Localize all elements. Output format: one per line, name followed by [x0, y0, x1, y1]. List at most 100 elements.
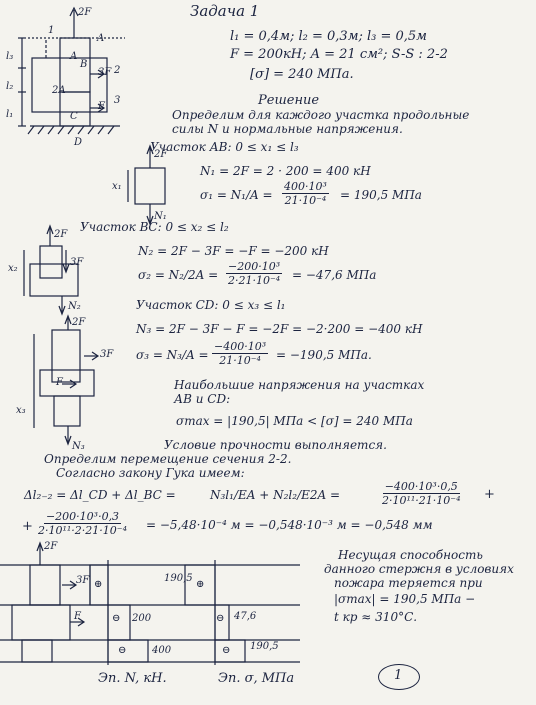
s2-lhs: σ₂ = N₂/2A =: [138, 268, 219, 282]
epure-s-plus: ⊕: [196, 579, 205, 590]
epure-n-plus: ⊕: [94, 579, 103, 590]
ab-force-label: 2F: [154, 149, 168, 160]
s1-denominator: 21·10⁻⁴: [284, 194, 327, 207]
note-line-2: данного стержня в условиях: [324, 562, 514, 576]
plus-sign-2: +: [22, 519, 33, 534]
section-ab-title: Участок АВ: 0 ≤ x₁ ≤ l₃: [150, 140, 299, 154]
s3-denominator: 21·10⁻⁴: [219, 354, 261, 367]
bc-force-3f: 3F: [70, 257, 84, 268]
epure-n-minus-2: ⊖: [118, 645, 127, 656]
length-label-l2: l₂: [6, 81, 14, 92]
s2-result: = −47,6 МПа: [292, 268, 377, 282]
s1-numerator: 400·10³: [282, 180, 329, 194]
cd-force-2f: 2F: [72, 317, 86, 328]
bc-force-2f: 2F: [54, 229, 68, 240]
s1-fraction: 400·10³ 21·10⁻⁴: [282, 180, 329, 207]
cd-force-3f: 3F: [100, 349, 114, 360]
solution-heading: Решение: [258, 93, 320, 108]
problem-title: Задача 1: [190, 2, 260, 20]
given-line-2: F = 200кН; A = 21 см²; S-S : 2-2: [230, 47, 448, 62]
note-line-3: пожара теряется при: [334, 576, 483, 590]
bc-x2-label: x₂: [8, 263, 18, 274]
n1-equation: N₁ = 2F = 2 · 200 = 400 кН: [200, 164, 371, 178]
displacement-line-1: Определим перемещение сечения 2-2.: [44, 452, 292, 466]
dl-fraction-1: −400·10³·0,5 2·10¹¹·21·10⁻⁴: [380, 480, 463, 507]
section-ab-sketch: [127, 144, 166, 226]
length-label-l1: l₁: [6, 109, 14, 120]
point-label-a: A: [97, 33, 105, 44]
s2-denominator: 2·21·10⁻⁴: [228, 274, 281, 287]
intro-line-2: силы N и нормальные напряжения.: [172, 122, 403, 136]
epure-s-minus-2: ⊖: [222, 645, 231, 656]
epure-force-f: F: [74, 611, 81, 622]
main-bar-diagram: [18, 6, 125, 135]
section-label-2: 2: [114, 65, 121, 76]
s3-result: = −190,5 МПа.: [276, 348, 372, 362]
given-line-1: l₁ = 0,4м; l₂ = 0,3м; l₃ = 0,5м: [230, 29, 427, 44]
section-cd-title: Участок CD: 0 ≤ x₃ ≤ l₁: [136, 298, 286, 312]
max-line-3: σmax = |190,5| МПа < [σ] = 240 МПа: [176, 414, 413, 428]
epure-s-1905b: 190,5: [250, 641, 279, 652]
length-label-l3: l₃: [6, 51, 14, 62]
dl-result: = −5,48·10⁻⁴ м = −0,548·10⁻³ м = −0,548 …: [146, 518, 433, 532]
dl-middle: N₃l₁/EA + N₂l₂/E2A =: [210, 488, 341, 502]
area-label-a: A: [70, 51, 78, 62]
intro-line-1: Определим для каждого участка продольные: [172, 108, 470, 122]
epure-s-1905: 190,5: [164, 573, 193, 584]
epure-n-caption: Эп. N, кН.: [98, 671, 167, 686]
plus-sign: +: [484, 487, 495, 502]
dl-denominator-1: 2·10¹¹·21·10⁻⁴: [382, 494, 461, 507]
allowed-stress: [σ] = 240 МПа.: [250, 67, 354, 82]
epure-n-400: 400: [152, 645, 172, 656]
point-label-d: D: [74, 137, 83, 148]
cd-x3-label: x₃: [16, 405, 26, 416]
s3-numerator: −400·10³: [212, 340, 269, 354]
s2-fraction: −200·10³ 2·21·10⁻⁴: [226, 260, 283, 287]
ab-n1-label: N₁: [154, 211, 167, 222]
max-line-1: Наибольшие напряжения на участках: [174, 378, 425, 392]
force-label-f: F: [98, 101, 105, 112]
epure-n-minus-1: ⊖: [112, 613, 121, 624]
point-label-b: B: [80, 59, 88, 70]
displacement-line-2: Согласно закону Гука имеем:: [56, 466, 245, 480]
epure-s-476: 47,6: [234, 611, 257, 622]
s3-lhs: σ₃ = N₃/A =: [136, 348, 209, 362]
s1-result: = 190,5 МПа: [340, 188, 422, 202]
force-label-3f: 3F: [98, 67, 112, 78]
n3-equation: N₃ = 2F − 3F − F = −2F = −2·200 = −400 к…: [136, 322, 423, 336]
section-label-3: 3: [114, 95, 121, 106]
section-cd-sketch: [33, 314, 100, 446]
cd-force-f: F: [56, 377, 63, 388]
s1-lhs: σ₁ = N₁/A =: [200, 188, 273, 202]
section-bc-title: Участок ВС: 0 ≤ x₂ ≤ l₂: [80, 220, 229, 234]
epure-n-200: 200: [132, 613, 152, 624]
dl-numerator-1: −400·10³·0,5: [382, 480, 460, 494]
section-bc-sketch: [23, 224, 79, 316]
epure-force-2f: 2F: [44, 541, 58, 552]
n2-equation: N₂ = 2F − 3F = −F = −200 кН: [138, 244, 329, 258]
point-label-c: C: [70, 111, 78, 122]
epure-force-3f: 3F: [76, 575, 90, 586]
dl-denominator-2: 2·10¹¹·2·21·10⁻⁴: [38, 524, 128, 537]
s2-numerator: −200·10³: [226, 260, 283, 274]
section-label-1: 1: [48, 25, 55, 36]
strength-condition: Условие прочности выполняется.: [164, 438, 387, 452]
epure-diagrams: [0, 541, 300, 665]
s3-fraction: −400·10³ 21·10⁻⁴: [212, 340, 269, 367]
max-line-2: АВ и СD:: [174, 392, 231, 406]
ab-x1-label: x₁: [112, 181, 122, 192]
page-number: 1: [394, 668, 403, 683]
epure-sigma-caption: Эп. σ, МПа: [218, 671, 295, 686]
bc-n2-label: N₂: [68, 301, 81, 312]
dl-numerator-2: −200·10³·0,3: [43, 510, 122, 524]
note-line-1: Несущая способность: [338, 548, 483, 562]
note-line-5: t кр ≈ 310°С.: [334, 610, 418, 624]
dl-fraction-2: −200·10³·0,3 2·10¹¹·2·21·10⁻⁴: [36, 510, 129, 537]
note-line-4: |σmax| = 190,5 МПа −: [334, 592, 476, 606]
page-number-oval: [378, 664, 420, 690]
cd-n3-label: N₃: [72, 441, 85, 452]
epure-s-minus-1: ⊖: [216, 613, 225, 624]
area-label-2a: 2A: [52, 85, 66, 96]
